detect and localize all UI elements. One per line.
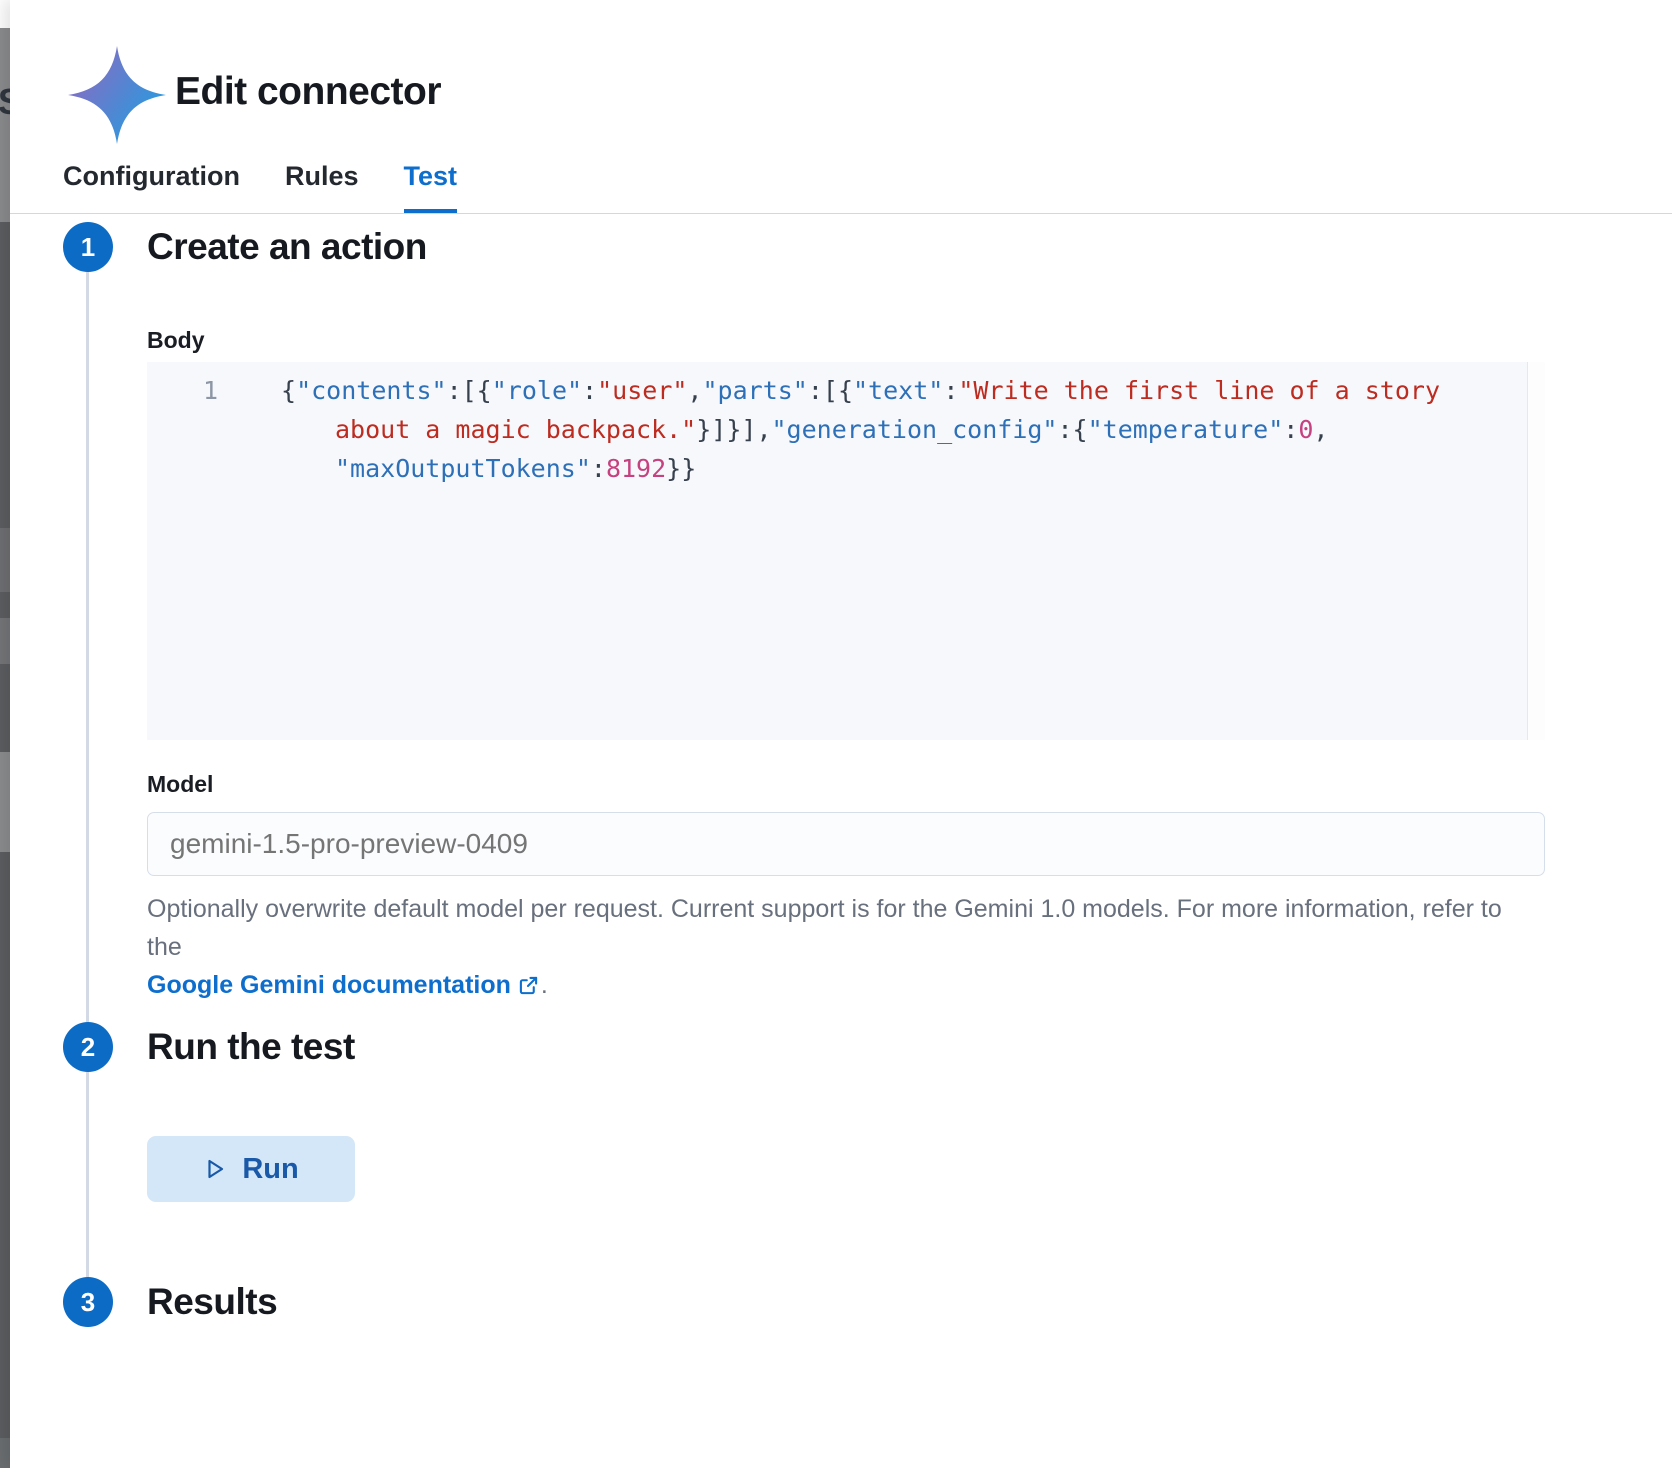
code-line: "maxOutputTokens":8192}} bbox=[147, 449, 1527, 488]
background-segment bbox=[0, 618, 10, 664]
model-help-suffix: . bbox=[540, 971, 548, 999]
body-code-editor[interactable]: 1{"contents":[{"role":"user","parts":[{"… bbox=[147, 362, 1545, 740]
line-number bbox=[147, 449, 218, 488]
background-segment bbox=[0, 28, 10, 222]
gemini-sparkle-icon bbox=[68, 46, 166, 144]
background-segment bbox=[0, 752, 10, 852]
body-field-label: Body bbox=[147, 327, 205, 353]
line-number bbox=[147, 410, 218, 449]
background-page-text: S bbox=[0, 84, 10, 120]
step-3-badge: 3 bbox=[63, 1277, 113, 1327]
gemini-documentation-link[interactable]: Google Gemini documentation bbox=[147, 971, 511, 999]
step-1-badge: 1 bbox=[63, 222, 113, 272]
tab-configuration[interactable]: Configuration bbox=[63, 161, 240, 191]
step-2-title: Run the test bbox=[147, 1026, 355, 1067]
model-help-text: Optionally overwrite default model per r… bbox=[147, 890, 1512, 1004]
step-2-badge: 2 bbox=[63, 1022, 113, 1072]
run-button-label: Run bbox=[242, 1152, 299, 1185]
run-button[interactable]: Run bbox=[147, 1136, 355, 1202]
model-input[interactable] bbox=[147, 812, 1545, 876]
play-icon bbox=[208, 1159, 224, 1179]
page-title: Edit connector bbox=[175, 70, 442, 113]
model-help-sentence: Optionally overwrite default model per r… bbox=[147, 895, 1502, 961]
background-segment bbox=[0, 0, 10, 28]
tab-bar: Configuration Rules Test bbox=[63, 160, 458, 214]
code-line: about a magic backpack."}]}],"generation… bbox=[147, 410, 1527, 449]
code-line: 1{"contents":[{"role":"user","parts":[{"… bbox=[147, 371, 1527, 410]
step-connector-line bbox=[86, 272, 89, 1022]
background-segment bbox=[0, 1438, 10, 1468]
tab-test[interactable]: Test bbox=[403, 160, 458, 214]
header-divider bbox=[10, 213, 1672, 214]
step-3-title: Results bbox=[147, 1281, 278, 1322]
step-connector-line bbox=[86, 1072, 89, 1277]
editor-scrollbar-track[interactable] bbox=[1527, 362, 1545, 740]
model-field-label: Model bbox=[147, 771, 214, 797]
background-segment bbox=[0, 528, 10, 592]
step-1-title: Create an action bbox=[147, 226, 427, 267]
code-lines: 1{"contents":[{"role":"user","parts":[{"… bbox=[147, 371, 1527, 488]
background-page-sliver: S bbox=[0, 0, 10, 1468]
edit-connector-flyout: Edit connector Configuration Rules Test … bbox=[10, 0, 1672, 1468]
external-link-icon bbox=[519, 976, 538, 994]
tab-rules[interactable]: Rules bbox=[284, 161, 359, 191]
line-number: 1 bbox=[202, 376, 218, 405]
